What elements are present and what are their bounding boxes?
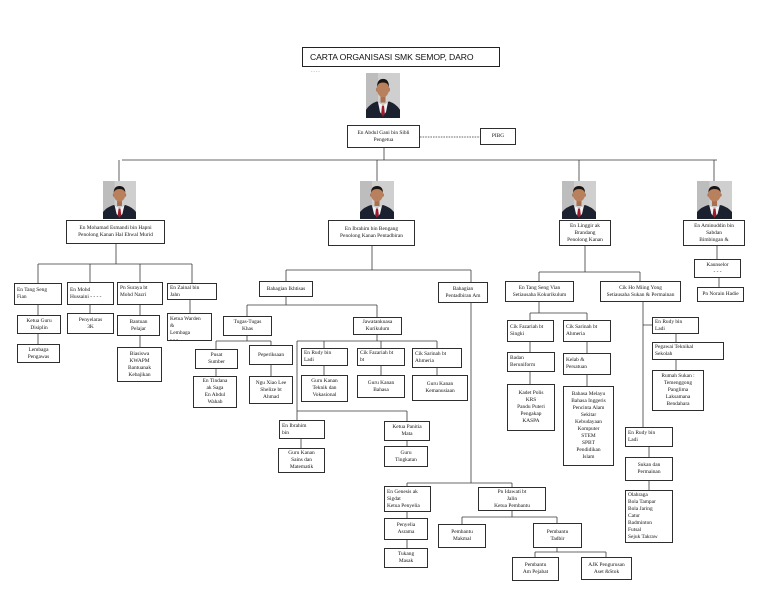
pentadbiran-am-box: Bahagian Pentadbiran Am [438, 282, 488, 303]
setiausaha-sukan-box: Cik Ho Miing Yong Setiausaha Sukan & Per… [600, 281, 681, 302]
connector-line [215, 336, 272, 376]
kokurikulum-head-photo [562, 181, 596, 219]
guru-kanan-name-box: En Ibrahim bin [279, 420, 325, 439]
rumah-teacher-box: En Rudy bin Ladi [652, 317, 699, 334]
hem-head-photo [103, 181, 136, 219]
guru-kanan-role-box: Guru Kanan Teknik dan Vokasional [301, 375, 348, 402]
kurikulum-box: Jawatankuasa Kurikulum [353, 317, 402, 335]
kaunselor-box: Kaunselor - - - [694, 259, 741, 278]
guru-kanan-name-box: Cik Sarinah bt Ahmeria [412, 348, 462, 368]
sukan-list-box: Olahraga Bola Tampar Bola Jaring Catur B… [625, 490, 673, 543]
hem-unit-role: Ketua Guru Disiplin [17, 315, 61, 334]
hem-unit-role: Lembaga Pengawas [17, 344, 60, 363]
sukan-permainan-box: Sukan dan Permainan [625, 457, 673, 481]
chart-title: CARTA ORGANISASI SMK SEMOP, DARO [310, 52, 474, 62]
guru-kanan-name-box: En Rudy bin Ladi [301, 348, 348, 366]
kokurikulum-head-box: En Linggir ak Brandang Penolong Kanan [559, 220, 611, 246]
portrait-image [562, 181, 596, 219]
guru-kanan-role-box: Guru Kanan Sains dan Matematik [278, 448, 325, 473]
guru-kanan-name-box: Cik Fazariah bt bt [357, 348, 405, 366]
portrait-image [103, 181, 136, 219]
chart-title-box: CARTA ORGANISASI SMK SEMOP, DARO [302, 47, 500, 67]
pentadbiran-head-photo [360, 181, 394, 219]
kelab-list-box: Bahasa Melayu Bahasa Inggeris Pencinta A… [563, 386, 614, 466]
portrait-image [366, 73, 400, 118]
hem-unit-role: Penyelaras 3K [67, 313, 114, 334]
ajk-aset-box: AJK Pengurusan Aset &Stok [581, 557, 632, 580]
guru-tingkatan-box: Guru Tingkatan [384, 446, 428, 467]
setiausaha-koko-box: En Tang Seng Vian Setiausaha Kokurikulum [505, 281, 574, 302]
penyelia-role-box: Tukang Masak [384, 548, 428, 568]
portrait-image [360, 181, 394, 219]
connector-line [37, 244, 193, 347]
kelab-persatuan-box: Kelab & Persatuan [563, 353, 611, 375]
badan-beruniform-box: Badan Beruniform [507, 352, 555, 372]
hem-unit-officer: En Tang Seng Fian [14, 283, 62, 305]
guru-kanan-role-box: Guru Kanan Bahasa [357, 375, 405, 398]
connector-group [37, 136, 720, 557]
connector-line [246, 246, 472, 317]
hem-unit-officer: Pn Suraya bt Mohd Nazri [117, 282, 163, 305]
ketua-panitia-box: Ketua Panitia Mata [384, 421, 430, 441]
connector-line [529, 246, 641, 386]
hem-unit-role: Biasiswa KWAPM Bantuanak Kebajikan [117, 347, 162, 382]
hem-unit-officer: En Mohd Hussaini - - - - [67, 282, 114, 305]
uniform-teacher-box: Cik Fazariah bt Singki [507, 320, 554, 342]
ketua-penyelia-box: En Genesis ak Sigdat Ketua Penyelia [384, 486, 431, 512]
pusat-sumber-box: Pusat Sumber [195, 349, 238, 369]
connector-line [642, 302, 677, 490]
tugas-khas-box: Tugas-Tugas Khas [223, 316, 272, 336]
chart-title-note: - - - - [311, 68, 320, 73]
kaunselor-staff-box: Pn Norain Hadie [697, 287, 744, 302]
pembantu-tadbir-box: Pembantu Tadbir [533, 523, 582, 548]
connector-line [118, 148, 717, 181]
penyelia-role-box: Penyelia Asrama [384, 518, 428, 540]
pibg-box: PIBG [480, 128, 516, 145]
hem-unit-role: Bantuan Pelajar [117, 315, 160, 336]
bimbingan-head-box: En Aminuddin bin Sabdan Bimbingan & [683, 220, 745, 246]
pegawai-teknikal-box: Pegawai Teknikal Sekolah [652, 342, 724, 360]
pembantu-makmal-box: Pembantu Makmal [438, 524, 486, 548]
hem-unit-officer: En Zainal bin Jahn [167, 283, 217, 300]
connector-line [296, 335, 438, 448]
ikhtisas-box: Bahagian Ikhtisas [259, 281, 313, 297]
ketua-pembantu-box: Pn Idawati bt Jalin Ketua Pembantu [478, 487, 546, 511]
kelab-teacher-box: Cik Sarinah bt Ahmeria [563, 320, 611, 342]
pentadbiran-head-box: En Ibrahim bin Bengang Penolong Kanan Pe… [328, 220, 415, 246]
principal-photo [366, 73, 400, 118]
principal-box: En Abdul Gani bin Sibli Pengetua [347, 125, 420, 148]
peperiksaan-staff-box: Ngu Xiao Lee Shelize bt Ahmad [249, 376, 293, 404]
hem-head-box: En Mohamad Esmandi bin Hapni Penolong Ka… [66, 220, 165, 244]
connector-line [716, 246, 720, 287]
rumah-sukan-list-box: Rumah Sukan : Temenggong Panglima Laksam… [652, 370, 704, 411]
uniform-list-box: Kadet Polis KRS Pandu Puteri Pengakap KA… [507, 384, 555, 431]
permainan-teacher-box: En Rudy bin Ladi [625, 427, 673, 447]
bimbingan-head-photo [697, 181, 732, 219]
portrait-image [697, 181, 732, 219]
peperiksaan-box: Peperiksaan [249, 345, 293, 365]
hem-unit-role: Ketua Warden & Lembaga - - - [167, 313, 212, 341]
connector-line [406, 303, 607, 557]
pembantu-am-pejabat-box: Pembantu Am Pejabat [512, 557, 559, 581]
guru-kanan-role-box: Guru Kanan Kemanusiaan [412, 375, 468, 401]
pusat-sumber-staff-box: En Tindana ak Saga En Abdul Wahab [193, 376, 237, 408]
